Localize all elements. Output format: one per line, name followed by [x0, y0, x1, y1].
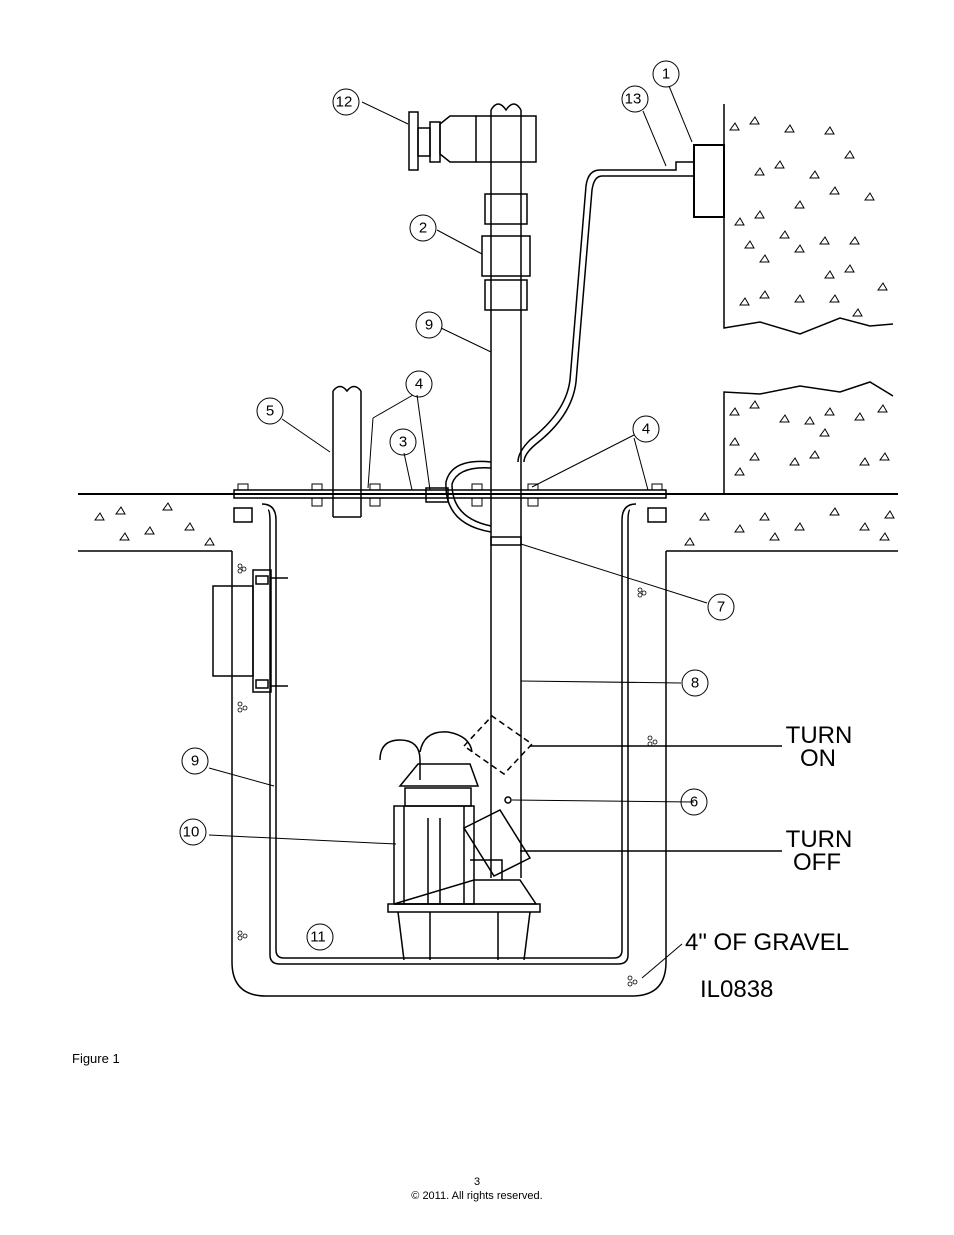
turn-off-label-line1: TURN	[786, 826, 853, 853]
turn-off-label-line2: OFF	[793, 849, 841, 876]
sump-pump	[379, 731, 541, 961]
figure-caption: Figure 1	[72, 1051, 120, 1066]
callout-13: 13	[625, 91, 642, 108]
vent-pipe	[332, 385, 362, 518]
gravel-label: 4" OF GRAVEL	[685, 929, 849, 956]
callout-4-left: 4	[415, 376, 423, 393]
turn-on-label-line1: TURN	[786, 722, 853, 749]
discharge-pipe	[408, 103, 537, 878]
callout-6: 6	[690, 794, 698, 811]
callout-10: 10	[183, 824, 200, 841]
callout-2: 2	[419, 220, 427, 237]
callout-11: 11	[310, 929, 326, 946]
callout-9-bottom: 9	[191, 753, 199, 770]
concrete-wall	[666, 104, 894, 494]
page-number: 3	[473, 1176, 481, 1188]
callout-12: 12	[336, 94, 353, 111]
callout-3: 3	[399, 434, 407, 451]
callout-9-top: 9	[425, 317, 433, 334]
callout-8: 8	[691, 675, 699, 692]
float-switch	[462, 715, 534, 877]
power-cable	[445, 169, 666, 533]
gravel-bed	[231, 551, 667, 997]
floor-slab	[78, 493, 898, 552]
basin-cover	[233, 483, 667, 507]
callout-4-right: 4	[642, 421, 650, 438]
drawing-id: IL0838	[700, 976, 773, 1003]
turn-on-label-line2: ON	[800, 745, 836, 772]
copyright-notice: © 2011. All rights reserved.	[411, 1190, 543, 1202]
callout-7: 7	[717, 599, 725, 616]
callout-1: 1	[662, 66, 670, 83]
callout-circles	[179, 60, 735, 951]
leader-lines	[208, 85, 782, 979]
sump-basin	[212, 503, 667, 965]
callout-5: 5	[266, 403, 274, 420]
